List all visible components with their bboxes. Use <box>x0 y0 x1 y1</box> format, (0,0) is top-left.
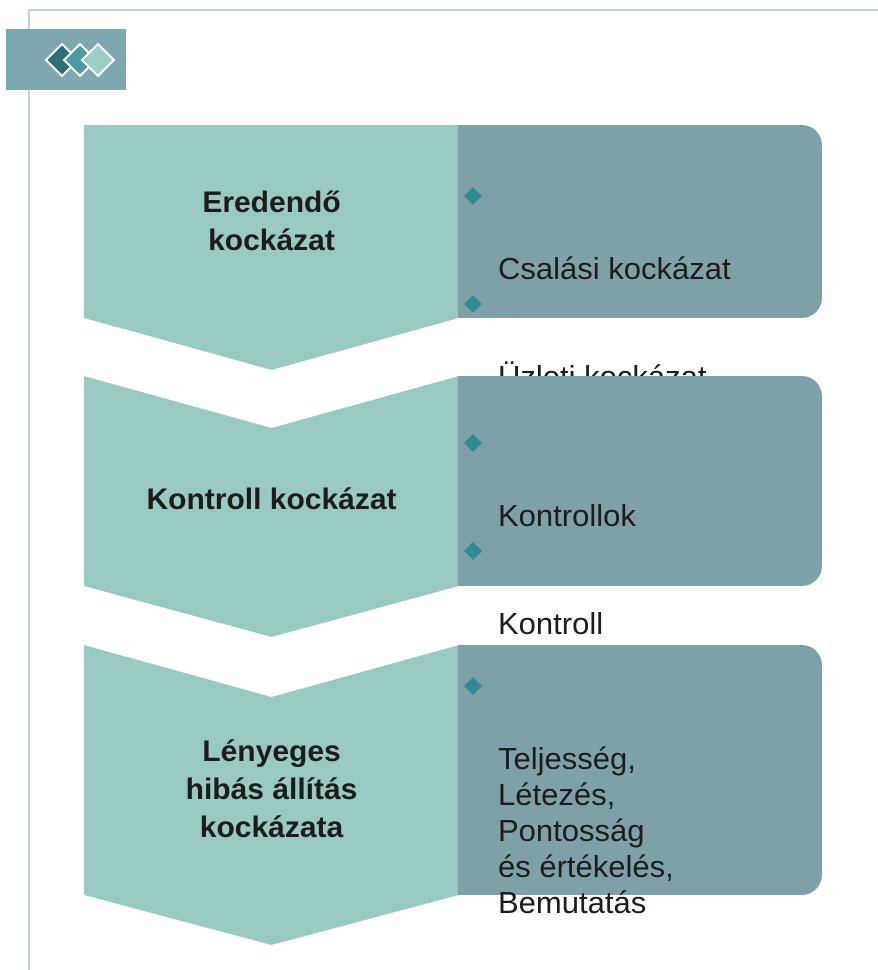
diamond-chain-icon <box>44 42 116 78</box>
bullet-list: Kontrollok Kontroll tevékenységek <box>464 426 822 678</box>
bullet-text: Teljesség, Létezés, Pontosság és értékel… <box>498 741 674 920</box>
list-item: Teljesség, Létezés, Pontosság és értékel… <box>464 669 822 921</box>
diamond-bullet-icon <box>464 434 482 452</box>
stage-detail-panel: Teljesség, Létezés, Pontosság és értékel… <box>458 645 822 920</box>
stage-detail-panel: Kontrollok Kontroll tevékenységek <box>458 376 822 677</box>
stage-chevron: Lényeges hibás állítás kockázata <box>84 645 459 945</box>
diamond-bullet-icon <box>464 295 482 313</box>
stage-chevron: Kontroll kockázat <box>84 376 459 637</box>
bullet-list: Teljesség, Létezés, Pontosság és értékel… <box>464 669 822 921</box>
slide-border-top <box>28 9 878 11</box>
stage-title: Kontroll kockázat <box>146 483 397 516</box>
bullet-text: Csalási kockázat <box>498 251 731 286</box>
stage-title: Lényeges hibás állítás kockázata <box>185 735 358 844</box>
list-item: Kontrollok <box>464 426 822 534</box>
stage-chevron: Eredendő kockázat <box>84 125 459 370</box>
stage-title: Eredendő kockázat <box>202 185 341 257</box>
slide-border-left <box>28 9 30 970</box>
stage-detail-panel: Csalási kockázat Üzleti kockázat <box>458 125 822 394</box>
list-item: Csalási kockázat <box>464 179 822 287</box>
diamond-bullet-icon <box>464 542 482 560</box>
bullet-text: Kontrollok <box>498 498 636 533</box>
bullet-list: Csalási kockázat Üzleti kockázat <box>464 179 822 395</box>
diamond-bullet-icon <box>464 677 482 695</box>
logo <box>6 29 126 90</box>
diamond-bullet-icon <box>464 187 482 205</box>
